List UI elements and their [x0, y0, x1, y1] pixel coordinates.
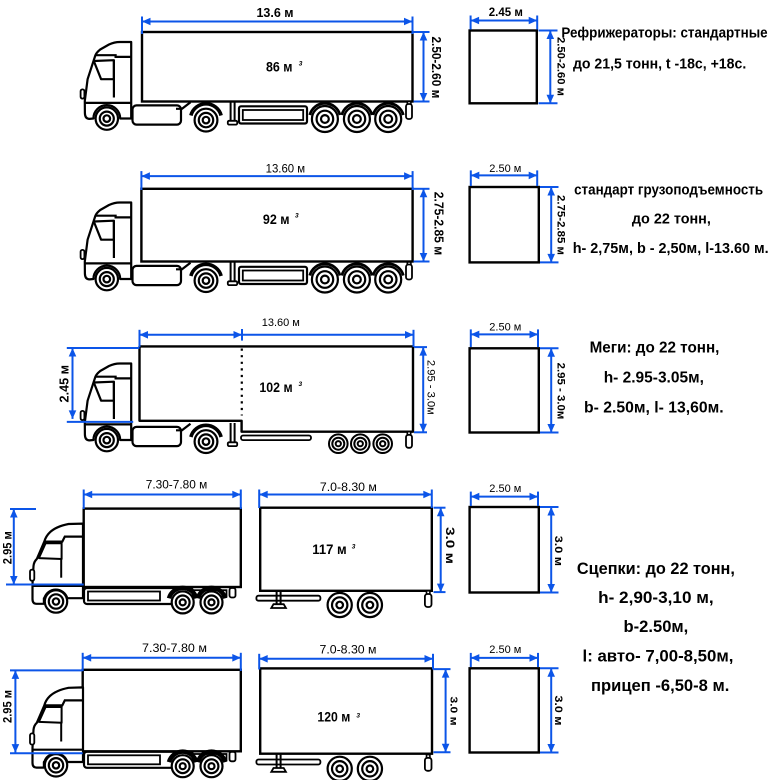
svg-text:3: 3: [352, 543, 356, 550]
svg-text:7.0-8.30 м: 7.0-8.30 м: [320, 480, 377, 494]
svg-text:2.95 м: 2.95 м: [3, 531, 15, 564]
svg-text:117 м: 117 м: [312, 542, 346, 557]
svg-text:до 21,5 тонн, t -18c, +18c.: до 21,5 тонн, t -18c, +18c.: [573, 56, 746, 73]
svg-text:13.60 м: 13.60 м: [266, 161, 306, 175]
svg-text:h- 2,90-3,10 м,: h- 2,90-3,10 м,: [598, 589, 714, 607]
svg-text:7.0-8.30 м: 7.0-8.30 м: [320, 643, 377, 657]
svg-text:2.50 м: 2.50 м: [489, 163, 521, 175]
svg-text:3.0 м: 3.0 м: [552, 536, 564, 566]
svg-text:2.50 м: 2.50 м: [489, 321, 521, 333]
svg-text:2.95 - 3.0м: 2.95 - 3.0м: [555, 363, 567, 420]
svg-text:7.30-7.80 м: 7.30-7.80 м: [142, 641, 207, 655]
svg-text:2.75-2.85 м: 2.75-2.85 м: [432, 192, 446, 256]
svg-text:3.0 м: 3.0 м: [448, 697, 460, 726]
svg-text:3.0 м: 3.0 м: [443, 527, 457, 564]
svg-text:86 м: 86 м: [266, 59, 293, 74]
svg-text:13.60 м: 13.60 м: [262, 317, 300, 329]
svg-text:92 м: 92 м: [263, 212, 290, 227]
svg-text:2.95 - 3.0м: 2.95 - 3.0м: [425, 360, 437, 415]
svg-text:2.45 м: 2.45 м: [58, 365, 72, 403]
svg-text:b- 2.50м, l- 13,60м.: b- 2.50м, l- 13,60м.: [584, 400, 724, 417]
svg-text:h- 2,75м, b - 2,50м, l-13.60 м: h- 2,75м, b - 2,50м, l-13.60 м.: [573, 240, 769, 257]
svg-text:3: 3: [356, 713, 360, 720]
svg-text:Меги: до 22 тонн,: Меги: до 22 тонн,: [590, 340, 720, 357]
svg-text:3: 3: [299, 381, 303, 388]
svg-text:3.0 м: 3.0 м: [552, 696, 564, 726]
svg-text:2.50-2.60 м: 2.50-2.60 м: [555, 37, 567, 96]
svg-text:2.50 м: 2.50 м: [489, 483, 521, 495]
svg-text:3: 3: [299, 61, 303, 68]
svg-text:Сцепки: до 22 тонн,: Сцепки: до 22 тонн,: [577, 560, 735, 578]
svg-text:h- 2.95-3.05м,: h- 2.95-3.05м,: [604, 369, 704, 386]
svg-text:стандарт грузоподъемность: стандарт грузоподъемность: [574, 182, 763, 199]
svg-text:до 22 тонн,: до 22 тонн,: [632, 211, 711, 228]
svg-text:2.95 м: 2.95 м: [3, 690, 15, 723]
svg-text:2.75-2.85 м: 2.75-2.85 м: [555, 195, 567, 255]
svg-text:прицеп -6,50-8 м.: прицеп -6,50-8 м.: [591, 677, 729, 695]
svg-text:2.45 м: 2.45 м: [489, 7, 523, 19]
svg-text:13.6 м: 13.6 м: [256, 6, 293, 20]
svg-text:3: 3: [295, 213, 299, 220]
svg-text:2.50 м: 2.50 м: [489, 644, 521, 656]
svg-text:2.50-2.60 м: 2.50-2.60 м: [429, 37, 443, 99]
svg-text:120 м: 120 м: [317, 710, 350, 725]
svg-text:b-2.50м,: b-2.50м,: [624, 618, 689, 636]
svg-text:l: авто- 7,00-8,50м,: l: авто- 7,00-8,50м,: [583, 648, 734, 666]
svg-text:Рефрижераторы: стандартные: Рефрижераторы: стандартные: [561, 24, 767, 41]
svg-text:102 м: 102 м: [259, 380, 292, 395]
svg-text:7.30-7.80 м: 7.30-7.80 м: [146, 478, 208, 492]
